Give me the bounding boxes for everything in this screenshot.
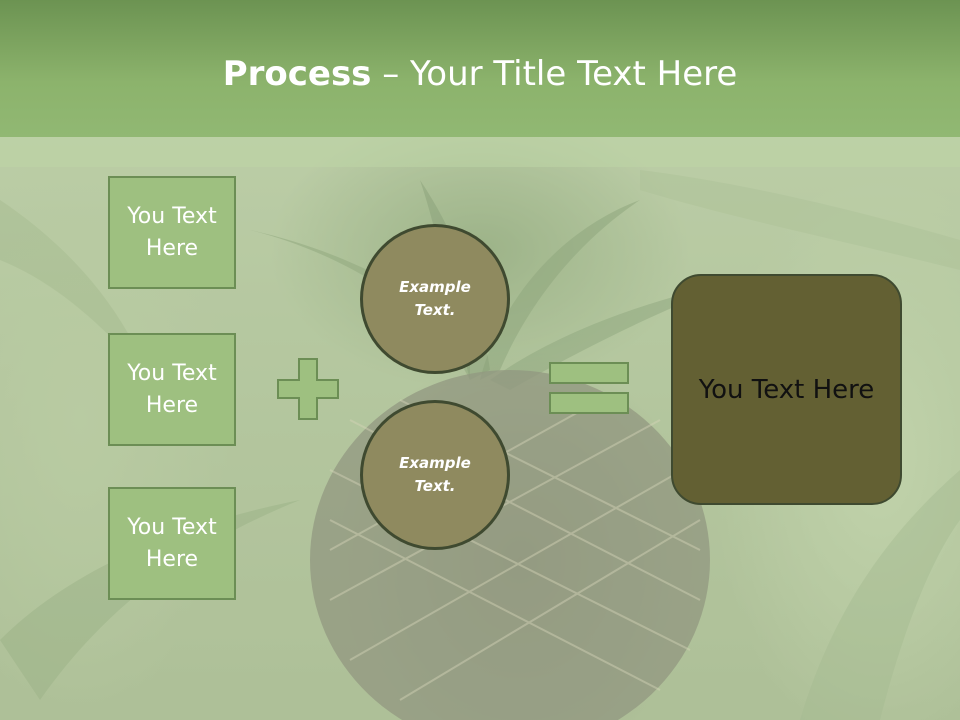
- example-circle-line: Text.: [414, 301, 456, 319]
- title-bold: Process: [222, 54, 372, 94]
- example-circle-line: Example: [399, 454, 471, 472]
- plus-icon: [277, 358, 339, 420]
- input-box-text: You Text Here: [127, 358, 216, 422]
- input-box-2[interactable]: You Text Here: [108, 333, 236, 446]
- example-circle-1[interactable]: Example Text.: [360, 224, 510, 374]
- example-circle-line: Text.: [414, 477, 456, 495]
- input-box-line: You Text: [127, 203, 217, 229]
- input-box-1[interactable]: You Text Here: [108, 176, 236, 289]
- input-box-line: Here: [145, 546, 199, 572]
- input-box-line: Here: [145, 235, 199, 261]
- input-box-3[interactable]: You Text Here: [108, 487, 236, 600]
- leaf-shape: [0, 500, 300, 700]
- result-label: You Text Here: [698, 374, 875, 405]
- title-bar: Process – Your Title Text Here: [0, 0, 960, 137]
- result-box[interactable]: You Text Here: [671, 274, 902, 505]
- slide-title: Process – Your Title Text Here: [0, 52, 960, 96]
- input-box-text: You Text Here: [127, 201, 216, 265]
- example-circle-text: Example Text.: [399, 452, 471, 498]
- input-box-line: Here: [145, 392, 199, 418]
- input-box-line: You Text: [127, 360, 217, 386]
- example-circle-line: Example: [399, 278, 471, 296]
- leaf-shape: [480, 200, 640, 380]
- equals-icon: [549, 362, 629, 414]
- leaf-shape: [800, 470, 960, 720]
- leaf-shape: [640, 170, 960, 270]
- title-rest: – Your Title Text Here: [371, 54, 738, 94]
- example-circle-text: Example Text.: [399, 276, 471, 322]
- input-box-text: You Text Here: [127, 512, 216, 576]
- example-circle-2[interactable]: Example Text.: [360, 400, 510, 550]
- input-box-line: You Text: [127, 514, 217, 540]
- title-bar-underband: [0, 137, 960, 167]
